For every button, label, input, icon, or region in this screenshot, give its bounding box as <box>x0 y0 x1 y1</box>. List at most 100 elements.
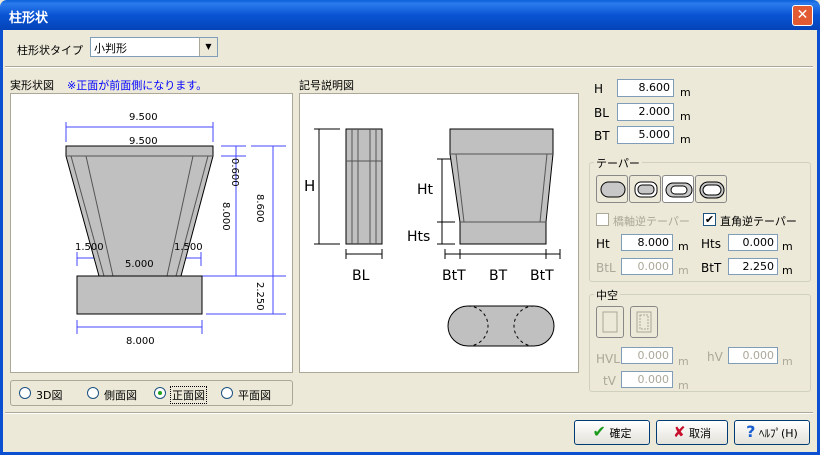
question-icon: ? <box>746 422 756 441</box>
taper-Ht-label: Ht <box>596 237 610 251</box>
front-note: ※正面が前面側になります。 <box>67 79 208 92</box>
param-BT-unit: m <box>680 133 691 146</box>
hollow-shape-button-1[interactable] <box>596 306 624 338</box>
window-frame-bottom <box>0 452 820 455</box>
right-angle-reverse-taper-label: 直角逆テーパー <box>720 215 797 228</box>
dim-top-inner: 9.500 <box>129 136 158 147</box>
hollow-group <box>589 294 811 392</box>
taper-group-label: テーパー <box>594 155 642 171</box>
taper-Ht-input[interactable]: 8.000 <box>621 234 673 251</box>
param-H-input[interactable]: 8.600 <box>617 79 674 97</box>
title-bar <box>0 0 820 30</box>
param-BT-label: BT <box>594 129 610 143</box>
taper-BtT-unit: m <box>782 264 793 277</box>
footer-divider <box>5 412 813 414</box>
oval-ring-shape-icon <box>699 181 725 199</box>
taper-Hts-label: Hts <box>701 237 721 251</box>
symbol-diagram-label: 記号説明図 <box>299 79 354 92</box>
hollow-hV-input[interactable]: 0.000 <box>728 347 778 364</box>
dim-left-offset: 1.500 <box>75 242 104 253</box>
param-H-unit: m <box>680 86 691 99</box>
cross-icon: ✘ <box>672 423 686 441</box>
header-divider <box>5 66 813 68</box>
taper-shape-button-4[interactable] <box>695 175 727 203</box>
dim-mid-height: 8.000 <box>220 202 231 231</box>
chevron-down-icon[interactable]: ▼ <box>199 38 217 56</box>
help-button[interactable]: ? ﾍﾙﾌﾟ(H) <box>734 420 810 445</box>
close-icon: ✕ <box>796 7 809 23</box>
taper-BtL-input[interactable]: 0.000 <box>621 258 673 275</box>
view-plan-radio[interactable] <box>221 387 233 399</box>
axis-reverse-taper-checkbox[interactable] <box>596 213 609 226</box>
actual-shape-drawing: 9.500 9.500 0.600 8.000 8.600 1.500 1.50… <box>65 112 286 347</box>
sym-BtT-left: BtT <box>442 268 466 284</box>
hollow-tV-label: tV <box>603 374 616 388</box>
dim-bottom-width: 5.000 <box>125 259 154 270</box>
taper-BtL-unit: m <box>678 264 689 277</box>
sym-Hts: Hts <box>407 229 430 245</box>
oval-hollow-shape-icon <box>665 182 693 198</box>
shape-type-label: 柱形状タイプ <box>17 44 83 57</box>
hollow-HVL-input[interactable]: 0.000 <box>621 347 673 364</box>
checkmark-icon: ✔ <box>592 422 606 441</box>
hollow-tV-input[interactable]: 0.000 <box>621 371 673 388</box>
hollow-shape-button-2[interactable] <box>630 306 658 338</box>
view-3d-radio[interactable] <box>19 387 31 399</box>
oval-shape-icon <box>600 181 626 198</box>
axis-reverse-taper-label: 橋軸逆テーパー <box>613 215 690 228</box>
cancel-button-label: 取消 <box>689 427 712 440</box>
oval-inset-shape-icon <box>634 181 658 198</box>
taper-Ht-unit: m <box>678 240 689 253</box>
taper-Hts-input[interactable]: 0.000 <box>728 234 778 251</box>
taper-BtT-label: BtT <box>701 261 722 275</box>
dim-total-height: 8.600 <box>254 194 265 223</box>
dim-footing-width: 8.000 <box>126 336 155 347</box>
shape-type-value: 小判形 <box>94 42 127 55</box>
taper-BtL-label: BtL <box>596 261 616 275</box>
hollow-rect-icon <box>636 311 652 333</box>
param-H-label: H <box>594 82 604 96</box>
param-BT-input[interactable]: 5.000 <box>617 126 674 144</box>
ok-button-label: 確定 <box>609 427 632 440</box>
hollow-tV-unit: m <box>678 379 689 392</box>
taper-BtT-input[interactable]: 2.250 <box>728 258 778 275</box>
view-front-label: 正面図 <box>170 386 207 404</box>
sym-BT: BT <box>489 268 508 284</box>
dim-top-height: 0.600 <box>229 158 240 187</box>
view-side-radio[interactable] <box>87 387 99 399</box>
taper-group <box>589 162 811 282</box>
sym-BtT-right: BtT <box>530 268 554 284</box>
view-plan-label: 平面図 <box>238 389 271 402</box>
param-BL-input[interactable]: 2.000 <box>617 103 674 121</box>
close-button[interactable]: ✕ <box>792 5 813 26</box>
cancel-button[interactable]: ✘ 取消 <box>656 420 728 445</box>
actual-shape-label: 実形状図 <box>10 79 54 92</box>
sym-BL: BL <box>352 268 370 284</box>
param-BL-unit: m <box>680 110 691 123</box>
dim-right-offset: 1.500 <box>174 242 203 253</box>
view-front-radio[interactable] <box>154 387 166 399</box>
hollow-group-label: 中空 <box>594 287 620 303</box>
dim-top-outer: 9.500 <box>129 112 158 123</box>
shape-type-select[interactable]: 小判形 ▼ <box>90 37 218 57</box>
hollow-HVL-label: HVL <box>596 352 620 366</box>
taper-shape-button-1[interactable] <box>596 175 628 203</box>
param-BL-label: BL <box>594 106 609 120</box>
right-angle-reverse-taper-checkbox[interactable]: ✔ <box>703 213 716 226</box>
symbol-diagram-canvas: H BL Ht Hts BtT BT BtT <box>299 93 579 373</box>
ok-button[interactable]: ✔ 確定 <box>574 420 650 445</box>
solid-rect-icon <box>602 311 618 333</box>
hollow-hV-label: hV <box>707 350 723 364</box>
actual-shape-canvas: 9.500 9.500 0.600 8.000 8.600 1.500 1.50… <box>10 93 293 373</box>
help-button-label: ﾍﾙﾌﾟ(H) <box>758 427 798 440</box>
hollow-hV-unit: m <box>782 355 793 368</box>
taper-Hts-unit: m <box>782 240 793 253</box>
dim-footing-height: 2.250 <box>254 282 265 311</box>
view-3d-label: 3D図 <box>36 389 63 402</box>
taper-shape-button-2[interactable] <box>629 175 661 203</box>
taper-shape-button-3[interactable] <box>662 175 694 203</box>
window-title: 柱形状 <box>9 11 49 26</box>
hollow-HVL-unit: m <box>678 355 689 368</box>
window-frame-right <box>817 30 820 455</box>
view-options-group <box>10 380 293 406</box>
